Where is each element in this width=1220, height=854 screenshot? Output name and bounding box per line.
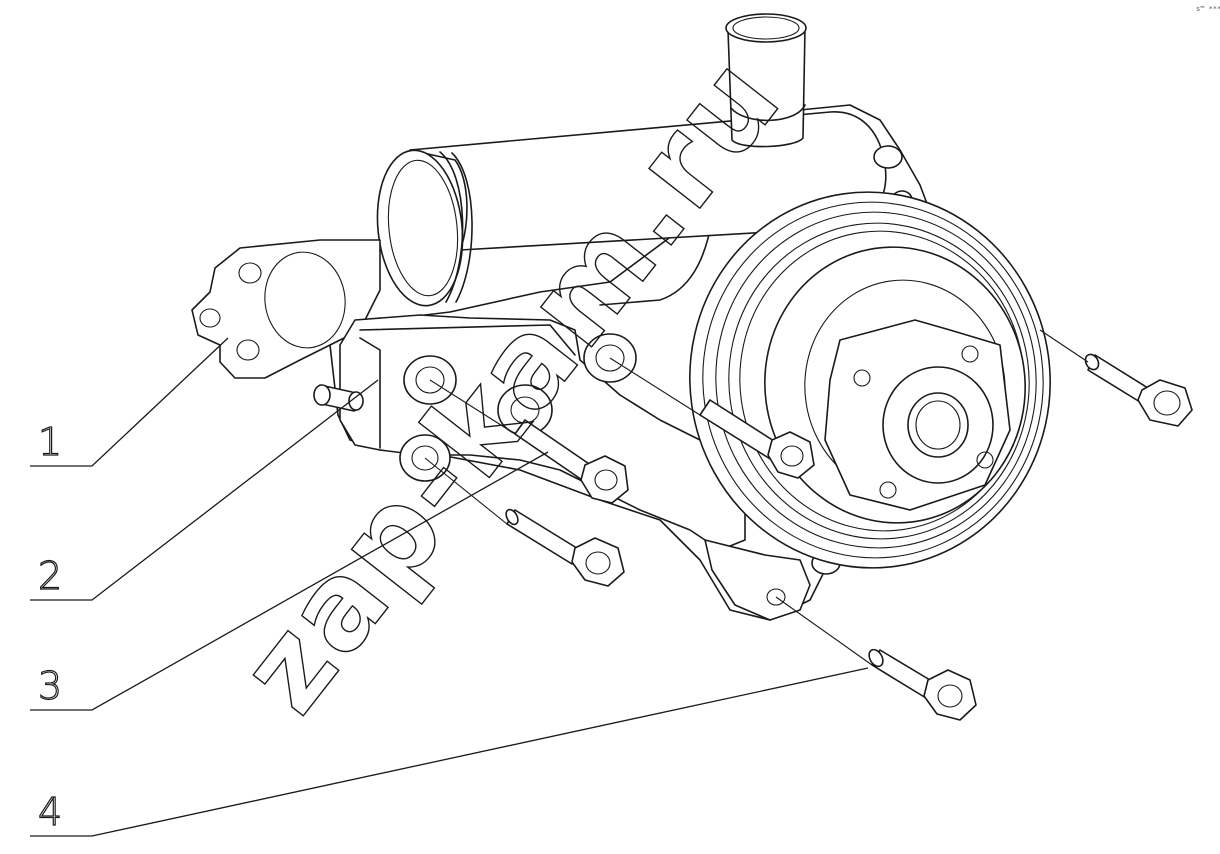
bolt-lower [868,648,977,721]
bolt-lower-left [505,508,625,587]
gasket [191,239,381,379]
dowel-pin [313,384,364,412]
callout-3: 3 [30,451,549,711]
corner-mark: s™ *** [1196,5,1220,13]
callout-label-3: 3 [38,664,62,708]
bolt-upper-right [1084,353,1193,427]
callout-label-4: 4 [38,790,62,834]
callout-label-2: 2 [38,554,62,598]
callout-4: 4 [30,667,869,837]
callout-2: 2 [30,379,379,601]
callout-label-1: 1 [38,420,62,464]
pulley [689,191,1051,569]
callout-1: 1 [30,337,229,467]
bolt-axis-lines [424,329,1089,666]
bolt-center [699,399,815,479]
bolt-flange [514,419,629,504]
